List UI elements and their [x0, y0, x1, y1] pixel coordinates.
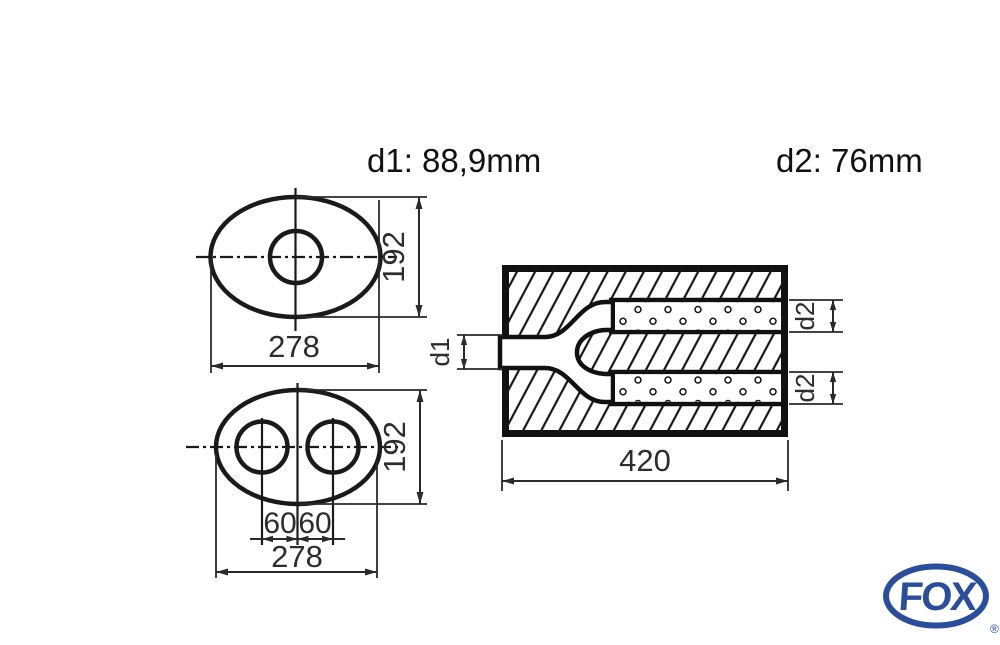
offset-right-text: 60 [298, 507, 331, 540]
outlet-pipe-hole-left [234, 419, 290, 475]
height-dimension [300, 389, 427, 578]
arrowheads-60 [262, 535, 333, 543]
width-dim-text: 278 [271, 539, 323, 574]
end-view-single [196, 188, 427, 373]
y-pipe-fork [497, 299, 616, 405]
fox-logo-text: FOX [897, 575, 979, 619]
offset-left-text: 60 [263, 507, 296, 540]
width-dimension [210, 259, 379, 373]
arrowheads-192 [415, 197, 423, 317]
height-dim-text: 192 [376, 231, 411, 283]
outlet-top-dim-text: d2 [790, 302, 820, 331]
length-dimension [501, 440, 789, 491]
width-dim-text: 278 [268, 329, 320, 364]
inlet-pipe-hole [267, 228, 325, 286]
outlet-diameter-label: d2: 76mm [776, 142, 923, 179]
fox-logo-registered-mark: ® [990, 622, 999, 636]
end-view-dual [186, 383, 427, 578]
perforated-section-bottom-dots [613, 374, 781, 402]
shell-outline [213, 387, 383, 507]
section-view [457, 265, 843, 491]
shell-outline [208, 194, 383, 320]
height-dimension [296, 196, 427, 373]
outlet-dimensions [789, 299, 843, 405]
arrowheads-d2 [829, 300, 837, 404]
pipe-walls [609, 297, 783, 407]
perforated-section-top-dots [613, 302, 781, 330]
height-dim-text: 192 [377, 421, 412, 473]
arrowheads-d1 [460, 335, 468, 369]
inlet-diameter-label: d1: 88,9mm [367, 142, 541, 179]
width-dimension [215, 455, 377, 578]
outlet-bottom-dim-text: d2 [790, 374, 820, 403]
arrowheads-192 [416, 390, 424, 504]
inlet-dim-text: d1 [425, 338, 455, 367]
length-dim-text: 420 [619, 443, 671, 478]
fox-logo-ellipse [883, 563, 989, 629]
fox-logo: FOX ® [883, 563, 999, 636]
outlet-pipe-hole-right [305, 419, 361, 475]
